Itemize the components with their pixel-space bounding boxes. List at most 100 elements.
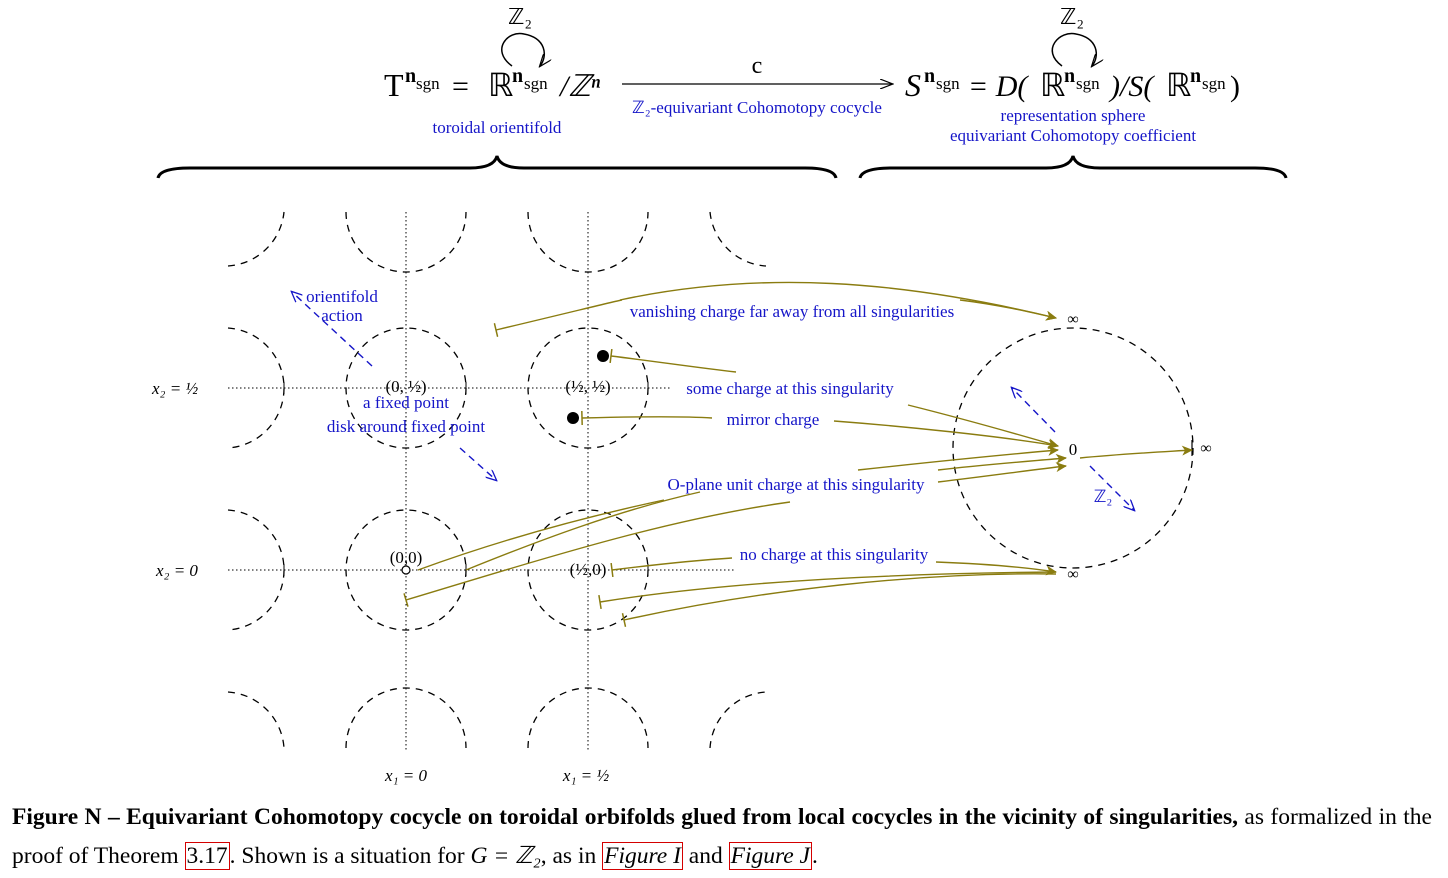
vanishing-label: vanishing charge far away from all singu… [630,302,954,321]
sphere-R2: ℝ [1166,67,1191,103]
z2-loop-right [1051,32,1096,66]
arc-bottom-half [527,687,649,749]
label-x1-half: x₁ = ½ [562,766,609,785]
sphere-S: S [905,67,921,103]
caption-group: G = ℤ₂ [470,843,541,869]
sphere-action-arrow-up [1012,388,1056,433]
inf-right-label: ∞ [1200,440,1211,457]
caption-end: . [812,843,818,869]
inf-top-label: ∞ [1067,311,1078,328]
figure-i-ref-link[interactable]: Figure I [602,842,683,870]
mod-Zn: /ℤⁿ [558,70,601,103]
sphere-mid: )/S( [1108,70,1155,103]
caption-bold: Figure N – Equivariant Cohomotopy cocycl… [12,804,1238,830]
point-0-0: (0,0) [390,548,423,567]
arrow-oplane-2 [465,491,701,571]
arc-left-top [227,211,285,267]
sphere-R1: ℝ [1040,67,1065,103]
z2-label-right: ℤ₂ [1060,4,1084,29]
arrow-oplane-end-3 [937,462,1067,483]
sphere-rhs: = D( [968,70,1029,103]
orientifold-arrow-down [459,447,496,480]
fixed-point-label: a fixed point [363,393,449,412]
sphere-z2-label: ℤ₂ [1094,487,1113,506]
point-0-half: (0, ½) [385,377,426,396]
arrow-some-charge-end [907,404,1059,449]
arrow-no-charge-start-1 [610,557,733,578]
arc-bottom-right [709,691,767,749]
figure-j-ref-link[interactable]: Figure J [728,842,812,870]
sphere-action-arrow-down [1089,465,1134,510]
toroidal-orientifold-label: toroidal orientifold [433,118,562,137]
arrow-to-inf-right [1079,445,1193,459]
mirror-charge-dot [567,412,579,424]
zero-label: 0 [1069,440,1078,459]
theorem-ref-link[interactable]: 3.17 [184,842,230,870]
arrow-some-charge-start [609,348,737,373]
representation-sphere: ∞ ∞ ∞ 0 ℤ₂ [952,311,1212,583]
label-x1-zero: x₁ = 0 [384,766,427,785]
R-sub: sgn [524,74,548,93]
brace-right [858,155,1288,179]
arrow-vanishing-end [959,299,1057,321]
caption-part1: as formalized in the proof of Theorem [12,804,1432,869]
R-symbol: ℝ [488,67,513,103]
torus-grid [227,211,767,752]
sphere-R2-sup: n [1190,65,1201,87]
sphere-end: ) [1230,70,1240,103]
orientifold-arrow-up [292,292,373,367]
sphere-R1-sub: sgn [1076,74,1100,93]
arrow-oplane-end-2 [937,453,1067,471]
orientifold-label-1: orientifold [306,287,378,306]
point-half-0: (½,0) [570,560,607,579]
figure-caption: Figure N – Equivariant Cohomotopy cocycl… [12,798,1432,876]
arrow-vanishing-arc [619,281,1057,321]
arrow-oplane-end-1 [857,445,1059,471]
rep-sphere-label: representation sphere [1001,106,1146,125]
arrow-oplane-3 [403,501,791,607]
sphere-sup: n [924,65,935,87]
z2-label-left: ℤ₂ [508,4,532,29]
coefficient-label: equivariant Cohomotopy coefficient [950,126,1196,145]
sphere-R1-sup: n [1064,65,1075,87]
some-charge-label: some charge at this singularity [686,379,894,398]
caption-part2: . Shown is a situation for [229,843,471,869]
arrow-labels: vanishing charge far away from all singu… [630,302,954,564]
arc-left-zero [227,509,285,631]
caption-part3: , as in [540,843,603,869]
o-plane-point [401,565,411,575]
point-half-half: (½, ½) [565,377,610,396]
header: ℤ₂ ℤ₂ T n sgn = ℝ n sgn /ℤⁿ toroidal ori… [156,4,1288,179]
arrow-mirror-start [581,410,713,426]
arrow-oplane-1 [417,499,665,571]
arrow-vanishing-start [493,299,623,337]
label-x2-zero: x₂ = 0 [155,561,198,580]
R-sup: n [512,65,523,87]
charge-dot [597,350,609,362]
sphere-circle [952,327,1194,569]
orientifold-diagram: ℤ₂ ℤ₂ T n sgn = ℝ n sgn /ℤⁿ toroidal ori… [151,4,1288,785]
map-label-c: c [752,53,763,79]
inf-bottom-label: ∞ [1067,566,1078,583]
arc-bottom-0 [345,687,467,749]
torus-T: T [384,67,404,103]
arrow-no-charge-end [935,561,1057,576]
arrow-no-charge-start-2 [598,571,1057,610]
label-x2-half: x₂ = ½ [151,379,198,398]
arc-left-bottom [227,691,285,749]
z2-loop-left [501,32,545,66]
arrow-no-charge-start-3 [621,573,1057,627]
arc-top-half [527,211,649,273]
arc-top-0 [345,211,467,273]
arc-left-half [227,327,285,449]
arrow-mirror-end [833,420,1059,450]
cocycle-arrows [403,281,1193,627]
no-charge-label: no charge at this singularity [740,545,929,564]
oplane-label: O-plane unit charge at this singularity [668,475,925,494]
sphere-sub: sgn [936,74,960,93]
eq-sign: = [452,70,469,103]
caption-and: and [682,843,729,869]
axis-labels: x₂ = ½ x₂ = 0 x₁ = 0 x₁ = ½ (0, ½) (½, ½… [151,377,611,785]
mirror-label: mirror charge [727,410,820,429]
orientifold-label-2: action [321,306,363,325]
